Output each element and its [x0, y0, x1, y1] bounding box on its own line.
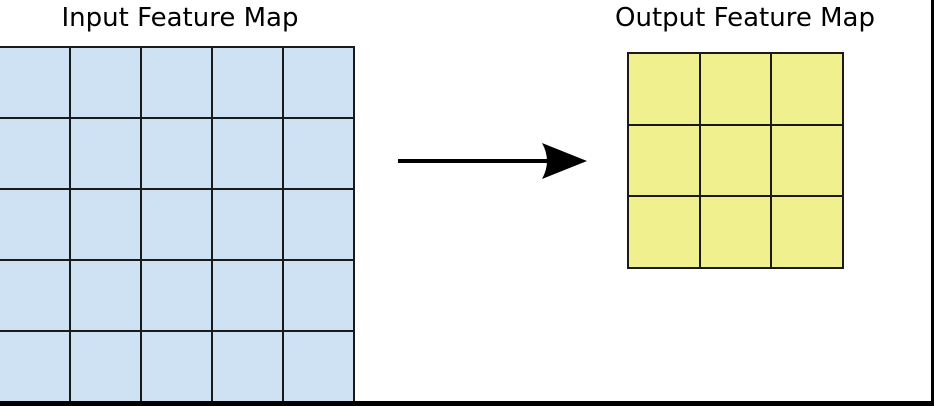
grid-cell	[283, 331, 354, 401]
grid-cell	[212, 189, 283, 260]
input-feature-map-grid	[0, 46, 355, 401]
grid-cell	[141, 47, 212, 118]
grid-cell	[699, 53, 771, 125]
input-feature-map-title: Input Feature Map	[61, 3, 299, 33]
grid-cell	[628, 53, 700, 125]
grid-cell	[70, 331, 141, 401]
grid-cell	[70, 189, 141, 260]
grid-cell	[699, 196, 771, 268]
grid-cell	[70, 47, 141, 118]
grid-cell	[771, 53, 843, 125]
grid-cell	[212, 118, 283, 189]
grid-cell	[0, 331, 70, 401]
output-feature-map-grid	[627, 52, 844, 269]
grid-cell	[0, 189, 70, 260]
grid-cell	[283, 118, 354, 189]
grid-cell	[212, 47, 283, 118]
grid-cell	[283, 260, 354, 331]
grid-cell	[0, 47, 70, 118]
grid-cell	[141, 260, 212, 331]
grid-cell	[283, 189, 354, 260]
arrow-head	[542, 143, 587, 179]
grid-cell	[70, 118, 141, 189]
grid-cell	[141, 189, 212, 260]
grid-cell	[0, 118, 70, 189]
grid-cell	[628, 196, 700, 268]
grid-cell	[212, 331, 283, 401]
grid-cell	[699, 124, 771, 196]
grid-cell	[212, 260, 283, 331]
grid-cell	[141, 331, 212, 401]
arrow-icon	[398, 143, 587, 179]
grid-cell	[771, 196, 843, 268]
grid-cell	[141, 118, 212, 189]
output-feature-map-title: Output Feature Map	[615, 3, 875, 33]
grid-cell	[771, 124, 843, 196]
grid-cell	[70, 260, 141, 331]
grid-cell	[0, 260, 70, 331]
grid-cell	[283, 47, 354, 118]
grid-cell	[628, 124, 700, 196]
